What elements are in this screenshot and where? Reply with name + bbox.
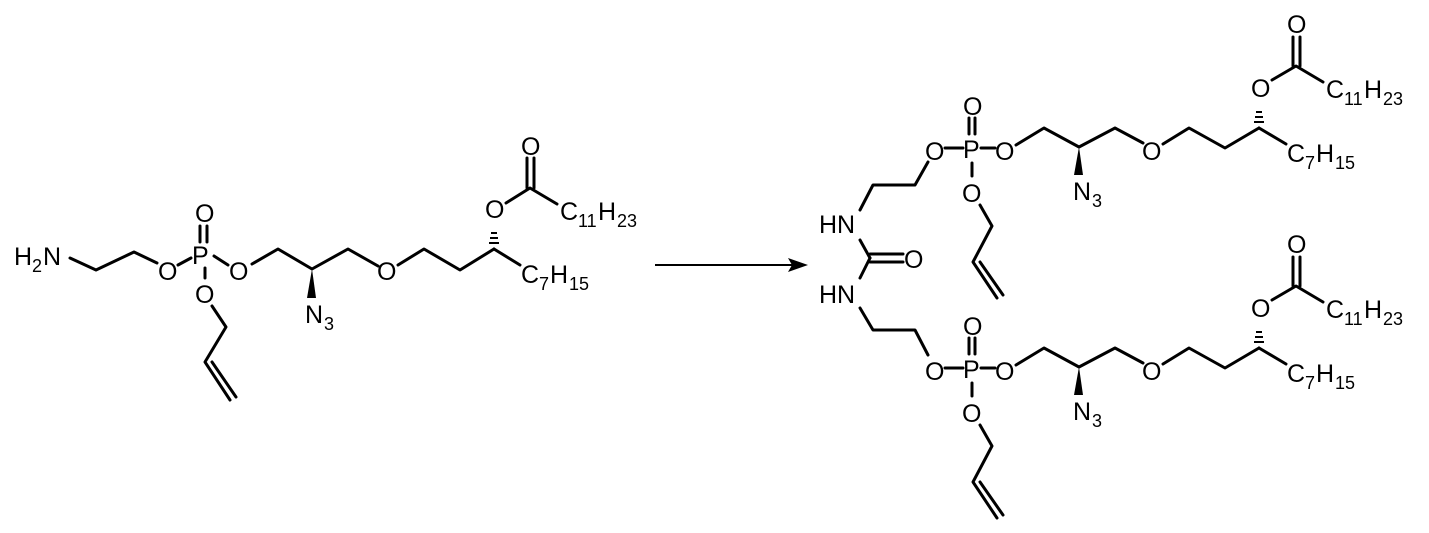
svg-text:3: 3 (1092, 411, 1102, 431)
urea-nh-bottom: HN (819, 281, 855, 309)
alkyl-c: C (521, 261, 539, 289)
urea-nh-top: HN (819, 211, 855, 239)
svg-text:15: 15 (1335, 373, 1355, 393)
svg-text:23: 23 (1383, 89, 1403, 109)
svg-text:11: 11 (578, 211, 597, 231)
ester-o: O (1251, 75, 1270, 103)
product-bottom-unit: O P O O O N 3 O O O C 11 H 23 C 7 H (925, 231, 1403, 520)
ether-o: O (1142, 358, 1161, 386)
carbonyl-o: O (521, 133, 540, 161)
carbonyl-o: O (1287, 231, 1306, 259)
acyl-h: H (598, 198, 616, 226)
p-double-o: O (963, 93, 982, 121)
amine-h: H (14, 243, 32, 271)
o-allyl: O (195, 281, 214, 309)
azide-n: N (1073, 398, 1091, 426)
p-double-o: O (963, 313, 982, 341)
o1-label: O (158, 258, 177, 286)
ester-o: O (485, 196, 504, 224)
reaction-arrow (655, 258, 808, 272)
urea-linker: HN O HN (819, 211, 930, 357)
alkyl-h: H (550, 261, 568, 289)
o2-label: O (995, 358, 1014, 386)
ether-o: O (1142, 138, 1161, 166)
o-allyl: O (962, 180, 981, 208)
svg-text:15: 15 (1335, 153, 1355, 173)
product-top-unit: O P O O O N 3 O O O C 11 H 23 C 7 H (858, 11, 1403, 300)
svg-text:7: 7 (1305, 153, 1315, 173)
p-label: P (192, 242, 209, 270)
acyl-c: C (1326, 76, 1344, 104)
p-label: P (963, 136, 980, 164)
o2-label: O (229, 258, 248, 286)
hash-bond (1254, 111, 1264, 123)
urea-carbonyl-o: O (904, 246, 923, 274)
svg-text:23: 23 (1383, 309, 1403, 329)
hash-bond (1254, 331, 1264, 343)
wedge-bond (1074, 147, 1083, 175)
o2-label: O (995, 138, 1014, 166)
p-label: P (963, 356, 980, 384)
azide-sub: 3 (324, 314, 334, 334)
wedge-bond (1074, 367, 1083, 395)
acyl-c: C (1326, 296, 1344, 324)
o1-label: O (925, 358, 944, 386)
o-p-bond (176, 256, 193, 267)
hash-bond (489, 232, 499, 244)
azide-n: N (305, 301, 323, 329)
o1-label: O (925, 138, 944, 166)
alkyl-c: C (1287, 360, 1305, 388)
amine-n: N (43, 243, 61, 271)
alkyl-c: C (1287, 140, 1305, 168)
alkyl-h: H (1316, 140, 1334, 168)
reactant-molecule: H 2 N O P O O O N 3 O O (14, 133, 637, 402)
carbonyl-o: O (1287, 11, 1306, 39)
svg-text:23: 23 (617, 211, 637, 231)
ether-o: O (377, 258, 396, 286)
svg-text:7: 7 (1305, 373, 1315, 393)
azide-n: N (1073, 178, 1091, 206)
svg-text:3: 3 (1092, 191, 1102, 211)
wedge-bond (307, 269, 316, 298)
acyl-h: H (1364, 76, 1382, 104)
acyl-c: C (560, 198, 578, 226)
alkyl-h: H (1316, 360, 1334, 388)
svg-text:7: 7 (539, 274, 549, 294)
ester-o: O (1251, 295, 1270, 323)
svg-text:11: 11 (1344, 309, 1363, 329)
svg-text:15: 15 (569, 274, 589, 294)
amine-h-sub: 2 (32, 256, 42, 276)
acyl-h: H (1364, 296, 1382, 324)
ethylene-bond (68, 250, 159, 272)
svg-text:11: 11 (1344, 89, 1363, 109)
p-double-o: O (195, 200, 214, 228)
o-allyl: O (962, 400, 981, 428)
